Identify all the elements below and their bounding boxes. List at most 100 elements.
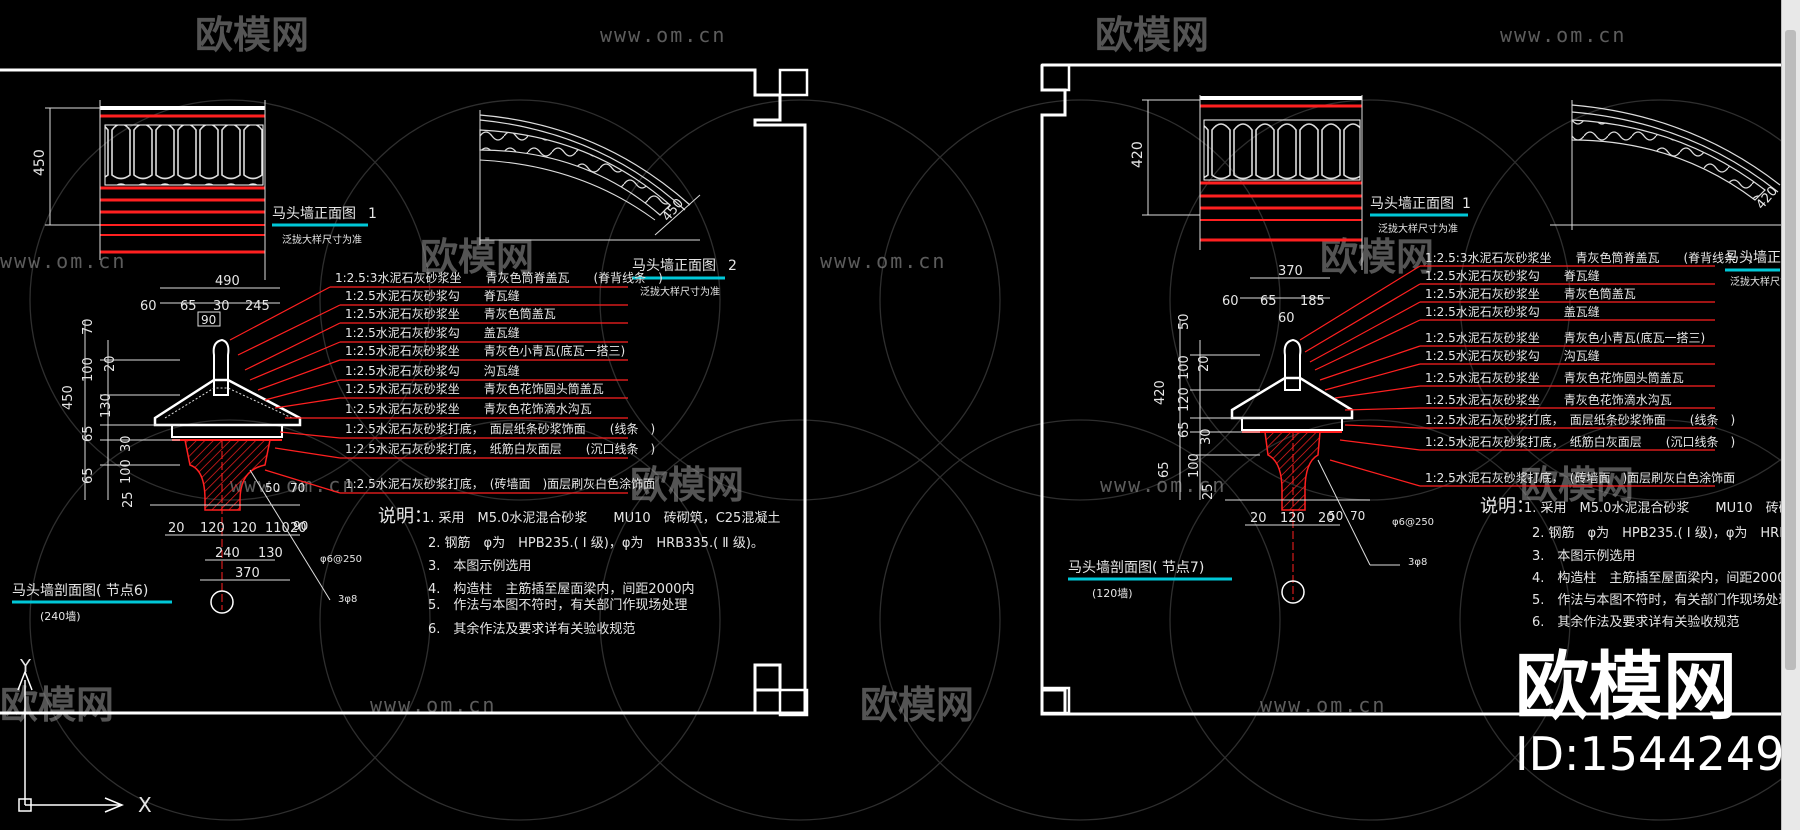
dim-label: 450 [61,385,76,410]
material-label: 1:2.5水泥石灰砂浆坐 青灰色花饰圆头筒盖瓦 [345,381,604,396]
dim-label: 70 [290,481,305,495]
front-elevation-1: 450 马头墙正面图 1 泛拢大样尺寸为准 [32,100,377,280]
dim-label: 370 [235,566,260,581]
dim-label: 20 [290,521,307,536]
dim-label: 20 [1250,511,1267,526]
material-label: 1:2.5水泥石灰砂浆勾 沟瓦缝 [1425,348,1600,363]
dim-label: 245 [245,299,270,314]
dim-label: 65 [1177,421,1192,438]
front-title: 马头墙正面图 [272,206,356,222]
section-sub: (120墙) [1092,586,1133,600]
note-line: 4. 构造柱 主筋插至屋面梁内，间距2000内 [1532,570,1799,586]
dim-label: 60 [1278,311,1295,326]
dim-label: 65 [1260,294,1277,309]
scrollbar-thumb[interactable] [1785,30,1796,670]
material-label: 1:2.5水泥石灰砂浆坐 青灰色花饰滴水沟瓦 [345,401,592,416]
dim-label: 20 [1318,511,1335,526]
watermark-url: www.om.cn [600,23,726,47]
watermark-url: www.om.cn [820,249,946,273]
watermark-brand: 欧模网 [1095,13,1209,57]
front-elevation-1-right: 420 马头墙正面图 1 泛拢大样尺寸为准 [1130,95,1471,270]
brand-id: ID:1544249 [1515,727,1784,781]
note-line: 6. 其余作法及要求详有关验收规范 [428,621,635,637]
watermark-url: www.om.cn [1100,473,1226,497]
note-line: 3. 本图示例选用 [428,559,531,574]
dim-label: 20 [1197,355,1212,372]
watermark-url: www.om.cn [230,473,356,497]
dim-label: 420 [1153,380,1168,405]
dim-label: 65 [81,425,96,442]
dim-label: 30 [1199,428,1214,445]
dim-label: 100 [1177,355,1192,380]
dim-label: 50 [1328,509,1343,523]
material-label: 1:2.5水泥石灰砂浆勾 盖瓦缝 [345,325,520,340]
dim-label: 490 [215,274,240,289]
watermark-brand: 欧模网 [1320,235,1434,279]
brand-logo-text: 欧模网 [1515,644,1737,730]
material-label: 1:2.5水泥石灰砂浆打底， 纸筋白灰面层 (沉口线条 ) [1425,434,1735,449]
dim-label: 100 [1187,453,1202,478]
front-note: 泛拢大样尺寸为准 [1378,222,1458,235]
notes-title: 说明： [1480,496,1534,517]
note-line: 5. 作法与本图不符时，有关部门作现场处理 [428,597,687,613]
material-label: 1:2.5:3水泥石灰砂浆坐 青灰色筒脊盖瓦 (脊背线条 ) [335,270,663,285]
section-title: 马头墙剖面图( 节点6) [12,583,148,599]
dim-label: 50 [1177,313,1192,330]
left-sheet: 450 马头墙正面图 1 泛拢大样尺寸为准 450 马头墙正面图 2 泛拢大样尺… [0,68,809,717]
material-label: 1:2.5水泥石灰砂浆打底， (砖墙面 )面层刷灰白色涂饰面 [1425,470,1735,485]
dim-label: 130 [99,393,114,418]
material-labels-left: 1:2.5:3水泥石灰砂浆坐 青灰色筒脊盖瓦 (脊背线条 ) 1:2.5水泥石灰… [335,270,663,491]
material-label: 1:2.5水泥石灰砂浆坐 青灰色小青瓦(底瓦一搭三) [1425,330,1705,345]
note-line: 6. 其余作法及要求详有关验收规范 [1532,614,1739,630]
rebar-label: 3φ8 [338,594,357,605]
dim-label: 120 [1177,387,1192,412]
dim-label: 20 [103,355,118,372]
ucs-icon: Y X [17,656,152,817]
material-label: 1:2.5水泥石灰砂浆坐 青灰色筒盖瓦 [345,306,556,321]
dim-label: 30 [119,435,134,452]
rebar-label: φ6@250 [1392,517,1434,528]
dim-label: 130 [258,546,283,561]
section-title: 马头墙剖面图( 节点7) [1068,560,1204,576]
dim-label: 50 [265,481,280,495]
side-num: 2 [728,258,737,274]
dim-label: 60 [1222,294,1239,309]
watermark-brand: 欧模网 [195,13,309,57]
dim-label: 110 [265,521,290,536]
material-label: 1:2.5水泥石灰砂浆打底， 纸筋白灰面层 (沉口线条 ) [345,441,655,456]
dim-label: 60 [140,299,157,314]
note-line: 2. 钢筋 φ为 HPB235.( Ⅰ 级)，φ为 HRB335.( Ⅱ 级)。 [428,535,764,551]
front-title: 马头墙正面图 [1370,196,1454,212]
dim-label: 120 [200,521,225,536]
section-sub: (240墙) [40,609,81,623]
left-sheet-border [0,68,807,715]
section-node-6: 490 60 65 30 245 90 70 100 20 450 [12,270,663,623]
dim-label: 65 [1157,461,1172,478]
watermark-brand: 欧模网 [420,235,534,279]
material-label: 1:2.5水泥石灰砂浆坐 青灰色花饰圆头筒盖瓦 [1425,370,1684,385]
watermark-brand: 欧模网 [0,683,114,727]
dim-label: 25 [121,491,136,508]
rebar-label: φ6@250 [320,554,362,565]
ucs-y-label: Y [19,656,32,677]
border-corner-mark [778,68,809,97]
rebar-label: 3φ8 [1408,557,1427,568]
dim-label: 90 [293,519,308,533]
watermark-brand: 欧模网 [630,463,744,507]
ucs-x-label: X [138,793,152,817]
notes-title: 说明： [378,506,432,527]
dim-label: 70 [81,318,96,335]
material-label: 1:2.5水泥石灰砂浆勾 脊瓦缝 [1425,268,1600,283]
side-title: 马头墙正面图 [632,258,716,274]
notes-right: 说明： 1. 采用 M5.0水泥混合砂浆 MU10 砖砌筑，C25 2. 钢筋 … [1480,496,1800,630]
brand-overlay: 欧模网 ID:1544249 [1515,644,1784,781]
material-label: 1:2.5水泥石灰砂浆打底， 面层纸条砂浆饰面 (线条 ) [1425,412,1735,427]
note-line: 1. 采用 M5.0水泥混合砂浆 MU10 砖砌筑，C25 [1524,500,1800,516]
dim-label: 120 [1280,511,1305,526]
watermark-brand: 欧模网 [1520,463,1634,507]
vertical-scrollbar[interactable] [1781,0,1800,830]
dim-label: 185 [1300,294,1325,309]
dim-label: 120 [232,521,257,536]
right-sheet: 420 马头墙正面图 1 泛拢大样尺寸为准 420 马头墙正面 泛拢大样尺寸为准… [1040,63,1800,716]
